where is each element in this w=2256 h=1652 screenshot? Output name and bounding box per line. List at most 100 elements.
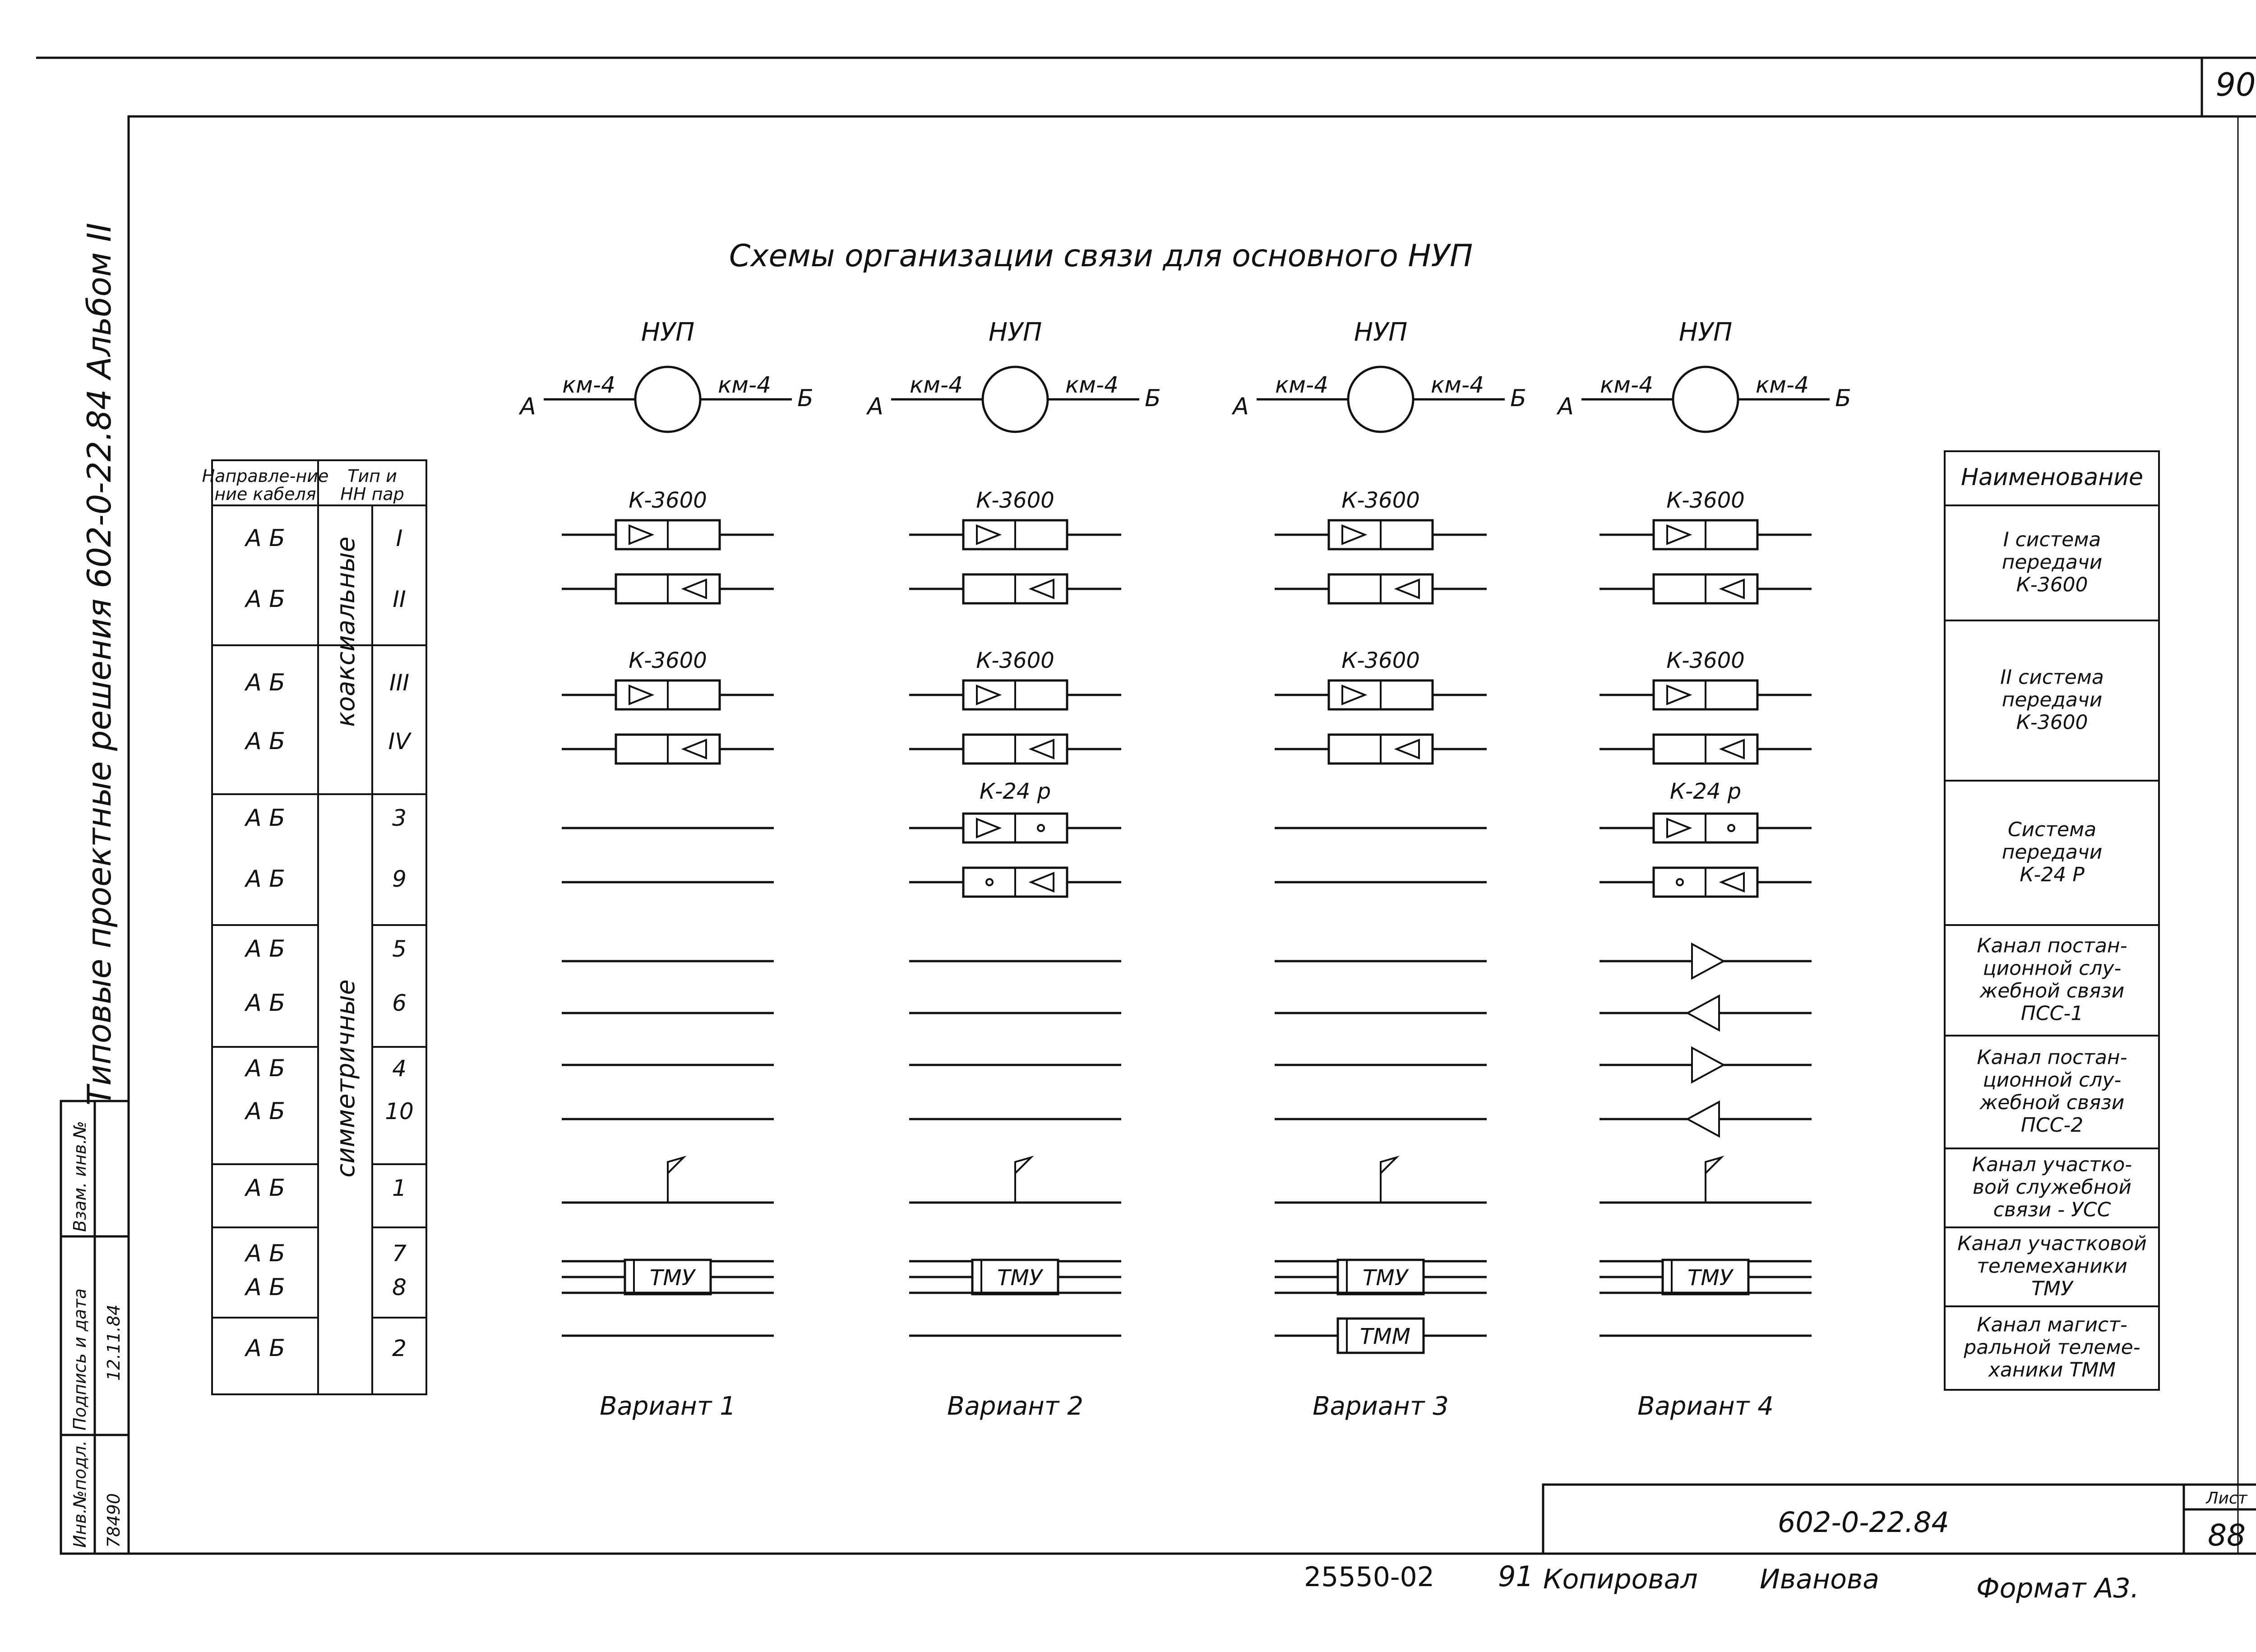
- end-a-label: А: [1556, 393, 1574, 420]
- pair-number-cell: III: [389, 670, 409, 696]
- footer-format: Формат А3.: [1976, 1573, 2139, 1604]
- type-coaxial-label: коаксиальные: [331, 537, 361, 727]
- footer-number: 25550-02: [1304, 1561, 1434, 1593]
- k24-label: К-24 р: [1670, 779, 1741, 804]
- legend-item: Канал магист-ральной телеме-ханики ТММ: [1963, 1314, 2140, 1382]
- table-header-type-2: НН пар: [340, 484, 404, 504]
- pair-number-cell: 6: [392, 990, 407, 1016]
- amplifier-left-triangle-icon: [1028, 872, 1054, 893]
- left-table: [211, 459, 427, 1395]
- direction-cell: А Б: [244, 935, 285, 963]
- node-circle: [634, 366, 702, 433]
- flag-icon: [1014, 1155, 1034, 1175]
- sheet-number-top: 90: [2215, 66, 2256, 103]
- tmu-box-label: ТМУ: [997, 1265, 1044, 1291]
- direction-cell: А Б: [244, 1175, 285, 1202]
- cable-left-label: км-4: [1600, 372, 1653, 398]
- cable-right-label: км-4: [718, 372, 771, 398]
- k3600-label: К-3600: [1666, 648, 1745, 673]
- legend-header: Наименование: [1961, 464, 2143, 491]
- side-caption: Типовые проектные решения 602-0-22.84 Ал…: [80, 223, 118, 1106]
- cable-left-label: км-4: [1275, 372, 1328, 398]
- pair-number-cell: 8: [392, 1274, 407, 1300]
- footer-copied-label: Копировал: [1543, 1564, 1698, 1595]
- amplifier-right-triangle-icon: [1666, 524, 1692, 545]
- flag-icon: [1705, 1155, 1724, 1175]
- amplifier-left-triangle-icon: [1394, 578, 1420, 599]
- amplifier-right-triangle-icon: [1666, 685, 1692, 705]
- node-label: НУП: [641, 318, 694, 347]
- direction-cell: А Б: [244, 1240, 285, 1267]
- cable-right-label: км-4: [1065, 372, 1119, 398]
- amplifier-left-triangle-icon: [1028, 739, 1054, 759]
- flag-icon: [1380, 1155, 1400, 1175]
- pair-number-cell: 10: [385, 1098, 414, 1124]
- amplifier-right-triangle-icon: [976, 685, 1002, 705]
- pair-number-cell: II: [393, 586, 406, 612]
- variant-label: Вариант 4: [1637, 1392, 1774, 1421]
- amplifier-right-triangle-icon: [629, 685, 655, 705]
- node-circle: [1347, 366, 1415, 433]
- cable-right-label: км-4: [1431, 372, 1484, 398]
- k3600-label: К-3600: [629, 648, 707, 673]
- amplifier-left-triangle-icon: [1685, 1100, 1720, 1138]
- flag-icon: [667, 1155, 687, 1175]
- direction-cell: А Б: [244, 1055, 285, 1082]
- table-header-type: Тип и: [347, 466, 397, 486]
- dot-icon: [1676, 878, 1684, 886]
- amplifier-right-triangle-icon: [1341, 524, 1368, 545]
- amplifier-left-triangle-icon: [1719, 578, 1745, 599]
- pair-number-cell: 3: [392, 805, 407, 831]
- amplifier-right-triangle-icon: [1691, 942, 1726, 980]
- pair-number-cell: 1: [392, 1175, 407, 1201]
- stamp-sign-label: Подпись и дата: [70, 1288, 90, 1430]
- tmu-box: [1661, 1259, 1750, 1296]
- stamp-inv-label: Инв.№подл.: [70, 1440, 90, 1548]
- amplifier-right-triangle-icon: [976, 524, 1002, 545]
- node-label: НУП: [1679, 318, 1732, 347]
- variant-label: Вариант 2: [947, 1392, 1083, 1421]
- variant-label: Вариант 1: [600, 1392, 736, 1421]
- title-stamp: [1542, 1483, 2256, 1555]
- pair-number-cell: 2: [392, 1335, 407, 1361]
- amplifier-right-triangle-icon: [976, 818, 1002, 838]
- pair-number-cell: 4: [392, 1055, 407, 1082]
- type-symmetric-label: симметричные: [331, 979, 361, 1177]
- tmm-box: [1336, 1317, 1425, 1354]
- direction-cell: А Б: [244, 1335, 285, 1362]
- amplifier-left-triangle-icon: [681, 739, 707, 759]
- amplifier-left-triangle-icon: [1685, 994, 1720, 1032]
- end-b-label: Б: [1145, 385, 1161, 412]
- direction-cell: А Б: [244, 728, 285, 755]
- direction-cell: А Б: [244, 1274, 285, 1301]
- stamp-inv-value: 78490: [104, 1493, 124, 1548]
- page-title: Схемы организации связи для основного НУ…: [729, 238, 1473, 274]
- tmu-box: [1336, 1259, 1425, 1296]
- end-b-label: Б: [1510, 385, 1526, 412]
- tmu-box-label: ТМУ: [650, 1265, 696, 1291]
- amplifier-right-triangle-icon: [1666, 818, 1692, 838]
- footer-page: 91: [1498, 1560, 1534, 1593]
- amplifier-left-triangle-icon: [681, 578, 707, 599]
- direction-cell: А Б: [244, 805, 285, 832]
- amplifier-left-triangle-icon: [1028, 578, 1054, 599]
- pair-number-cell: 9: [392, 866, 407, 892]
- pair-number-cell: 7: [392, 1240, 407, 1267]
- direction-cell: А Б: [244, 669, 285, 696]
- direction-cell: А Б: [244, 586, 285, 613]
- cable-left-label: км-4: [910, 372, 963, 398]
- drawing-frame: [127, 115, 2256, 1555]
- right-legend: [1944, 450, 2160, 1391]
- footer-copier: Иванова: [1760, 1564, 1879, 1595]
- stamp-replace-label: Взам. инв.№: [70, 1121, 90, 1232]
- cable-right-label: км-4: [1756, 372, 1809, 398]
